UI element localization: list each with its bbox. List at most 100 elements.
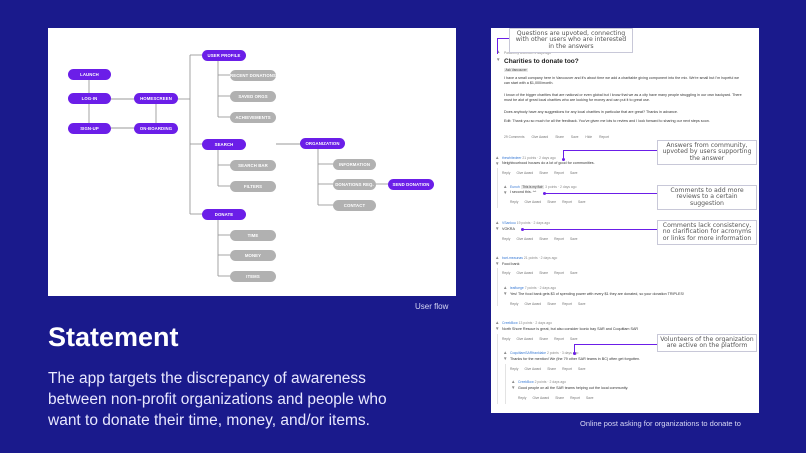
node-signup: SIGN-UP xyxy=(68,123,111,134)
report-button[interactable]: Report xyxy=(599,135,609,139)
node-search-bar: SEARCH BAR xyxy=(230,160,276,171)
give-award-button[interactable]: Give Award xyxy=(532,396,550,400)
reply-button[interactable]: Reply xyxy=(502,271,511,275)
comment-user[interactable]: leafluege xyxy=(510,286,524,290)
give-award-button[interactable]: Give Award xyxy=(516,237,534,241)
comment-meta: VSankou 19 points · 2 days ago xyxy=(502,221,551,225)
reply-button[interactable]: Reply xyxy=(502,337,511,341)
share-button[interactable]: Share xyxy=(539,237,549,241)
comment-user[interactable]: thewhitedeer xyxy=(502,156,522,160)
share-button[interactable]: Share xyxy=(539,171,549,175)
post-paragraph: I know of the bigger charities that are … xyxy=(504,93,742,103)
share-button[interactable]: Share xyxy=(555,135,564,139)
post-paragraph: Edit: Thank you so much for all the feed… xyxy=(504,119,710,123)
save-button[interactable]: Save xyxy=(577,200,586,204)
share-button[interactable]: Share xyxy=(547,200,557,204)
hide-button[interactable]: Hide xyxy=(585,135,593,139)
give-award-button[interactable]: Give Award xyxy=(531,135,549,139)
upvote-icon[interactable]: ▲ xyxy=(503,184,508,189)
share-button[interactable]: Share xyxy=(539,337,549,341)
user-flow-caption: User flow xyxy=(415,302,449,311)
give-award-button[interactable]: Give Award xyxy=(516,171,534,175)
downvote-icon[interactable]: ▼ xyxy=(495,326,500,331)
upvote-icon[interactable]: ▲ xyxy=(495,155,500,160)
upvote-icon[interactable]: ▲ xyxy=(495,220,500,225)
reply-button[interactable]: Reply xyxy=(518,396,527,400)
post-title[interactable]: Charities to donate too? xyxy=(504,58,579,65)
report-button[interactable]: Report xyxy=(554,271,564,275)
node-money: MONEY xyxy=(230,250,276,261)
upvote-icon[interactable]: ▲ xyxy=(503,285,508,290)
thread-line xyxy=(505,364,506,404)
annotation-connector xyxy=(497,38,498,54)
post-paragraph: Does anybody have any suggestions for an… xyxy=(504,110,678,114)
upvote-icon[interactable]: ▲ xyxy=(496,49,501,54)
post-posted-by: Posted by u/••••••••• 2 days ago xyxy=(504,51,552,55)
node-donate: DONATE xyxy=(202,209,246,220)
report-button[interactable]: Report xyxy=(570,396,580,400)
comment-user[interactable]: CreekBow xyxy=(502,321,518,325)
annotation-dot xyxy=(562,158,565,161)
node-achievements: ACHIEVEMENTS xyxy=(230,112,276,123)
downvote-icon[interactable]: ▼ xyxy=(495,161,500,166)
downvote-icon[interactable]: ▼ xyxy=(511,385,516,390)
save-button[interactable]: Save xyxy=(570,135,579,139)
upvote-icon[interactable]: ▲ xyxy=(503,350,508,355)
node-send-donation: SEND DONATION xyxy=(388,179,434,190)
comment-actions: Reply Give Award Share Report Save xyxy=(510,200,591,204)
comment-user[interactable]: Eunoh xyxy=(510,185,520,189)
report-button[interactable]: Report xyxy=(562,200,572,204)
give-award-button[interactable]: Give Award xyxy=(524,200,542,204)
downvote-icon[interactable]: ▼ xyxy=(495,226,500,231)
comment-actions: Reply Give Award Share Report Save xyxy=(502,271,583,275)
reply-button[interactable]: Reply xyxy=(502,171,511,175)
share-button[interactable]: Share xyxy=(547,302,557,306)
report-button[interactable]: Report xyxy=(554,171,564,175)
downvote-icon[interactable]: ▼ xyxy=(503,291,508,296)
downvote-icon[interactable]: ▼ xyxy=(496,57,501,62)
save-button[interactable]: Save xyxy=(577,367,586,371)
report-button[interactable]: Report xyxy=(554,337,564,341)
comment-text: Yes! The food bank gets $3 of spending p… xyxy=(510,292,684,296)
save-button[interactable]: Save xyxy=(585,396,594,400)
upvote-icon[interactable]: ▲ xyxy=(495,320,500,325)
flow-connectors xyxy=(88,54,388,277)
comment-user[interactable]: bart-meaunas xyxy=(502,256,523,260)
downvote-icon[interactable]: ▼ xyxy=(503,356,508,361)
give-award-button[interactable]: Give Award xyxy=(516,271,534,275)
comment-meta: CreekBow 2 points · 2 days ago xyxy=(518,380,567,384)
comment-user[interactable]: CreekBow xyxy=(518,380,534,384)
reply-button[interactable]: Reply xyxy=(502,237,511,241)
share-button[interactable]: Share xyxy=(547,367,557,371)
reply-button[interactable]: Reply xyxy=(510,200,519,204)
comment-actions: Reply Give Award Share Report Save xyxy=(518,396,599,400)
downvote-icon[interactable]: ▼ xyxy=(495,261,500,266)
report-button[interactable]: Report xyxy=(554,237,564,241)
annotation-questions-upvoted: Questions are upvoted, connecting with o… xyxy=(509,28,633,53)
report-button[interactable]: Report xyxy=(562,367,572,371)
save-button[interactable]: Save xyxy=(577,302,586,306)
annotation-connector xyxy=(574,344,575,353)
reply-button[interactable]: Reply xyxy=(510,367,519,371)
upvote-icon[interactable]: ▲ xyxy=(495,255,500,260)
save-button[interactable]: Save xyxy=(569,171,578,175)
share-button[interactable]: Share xyxy=(555,396,565,400)
share-button[interactable]: Share xyxy=(539,271,549,275)
save-button[interactable]: Save xyxy=(569,337,578,341)
give-award-button[interactable]: Give Award xyxy=(516,337,534,341)
comments-button[interactable]: 29 Comments xyxy=(504,135,525,139)
downvote-icon[interactable]: ▼ xyxy=(503,190,508,195)
upvote-icon[interactable]: ▲ xyxy=(511,379,516,384)
node-search: SEARCH xyxy=(202,139,246,150)
node-launch: LAUNCH xyxy=(68,69,111,80)
give-award-button[interactable]: Give Award xyxy=(524,367,542,371)
save-button[interactable]: Save xyxy=(569,271,578,275)
comment-user[interactable]: CoquitlamSARfranklake xyxy=(510,351,546,355)
comment-text: I second this. ^^ xyxy=(510,190,537,194)
annotation-lack-consistency: Comments lack consistency, no clarificat… xyxy=(657,220,757,245)
comment-user[interactable]: VSankou xyxy=(502,221,516,225)
report-button[interactable]: Report xyxy=(562,302,572,306)
give-award-button[interactable]: Give Award xyxy=(524,302,542,306)
reply-button[interactable]: Reply xyxy=(510,302,519,306)
save-button[interactable]: Save xyxy=(569,237,578,241)
